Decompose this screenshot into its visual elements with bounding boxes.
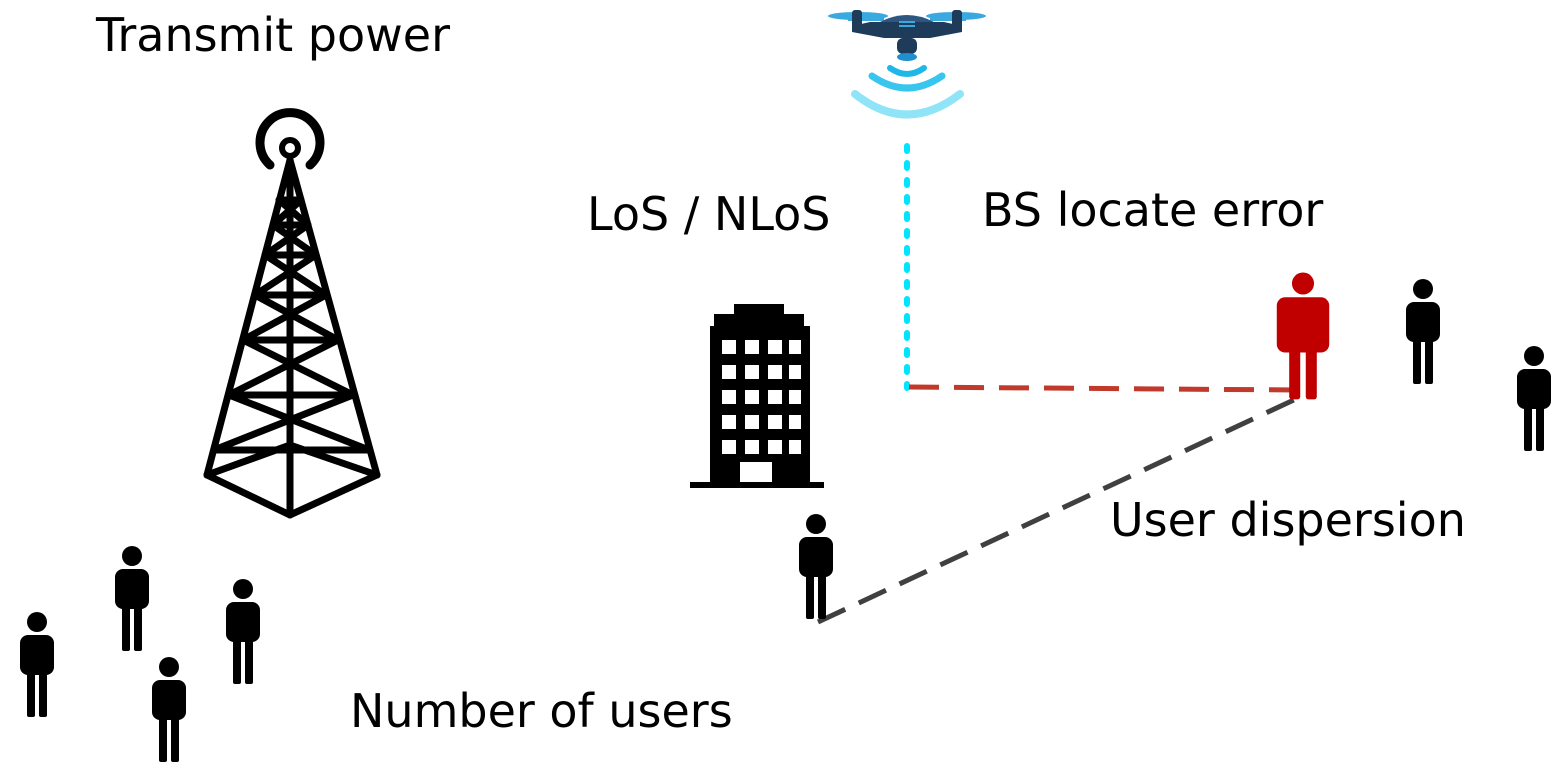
person-icon <box>20 612 54 717</box>
bs-locate-error-label: BS locate error <box>982 183 1324 237</box>
person-icon <box>226 579 260 684</box>
los-nlos-label: LoS / NLoS <box>587 187 831 241</box>
bs-locate-error-line <box>908 384 1297 393</box>
wireless-signal-icon <box>851 65 964 119</box>
person-icon <box>152 657 186 762</box>
highlighted-user-icon <box>1276 272 1330 400</box>
person-icon <box>1406 279 1440 384</box>
person-icon <box>1517 346 1551 451</box>
person-icon <box>799 514 833 619</box>
cell-tower-icon <box>203 108 381 519</box>
transmit-power-label: Transmit power <box>96 8 450 62</box>
person-icon <box>115 546 149 651</box>
user-dispersion-label: User dispersion <box>1110 493 1466 547</box>
number-of-users-label: Number of users <box>350 684 733 738</box>
drone-icon <box>828 10 986 61</box>
office-building-icon <box>690 304 824 488</box>
